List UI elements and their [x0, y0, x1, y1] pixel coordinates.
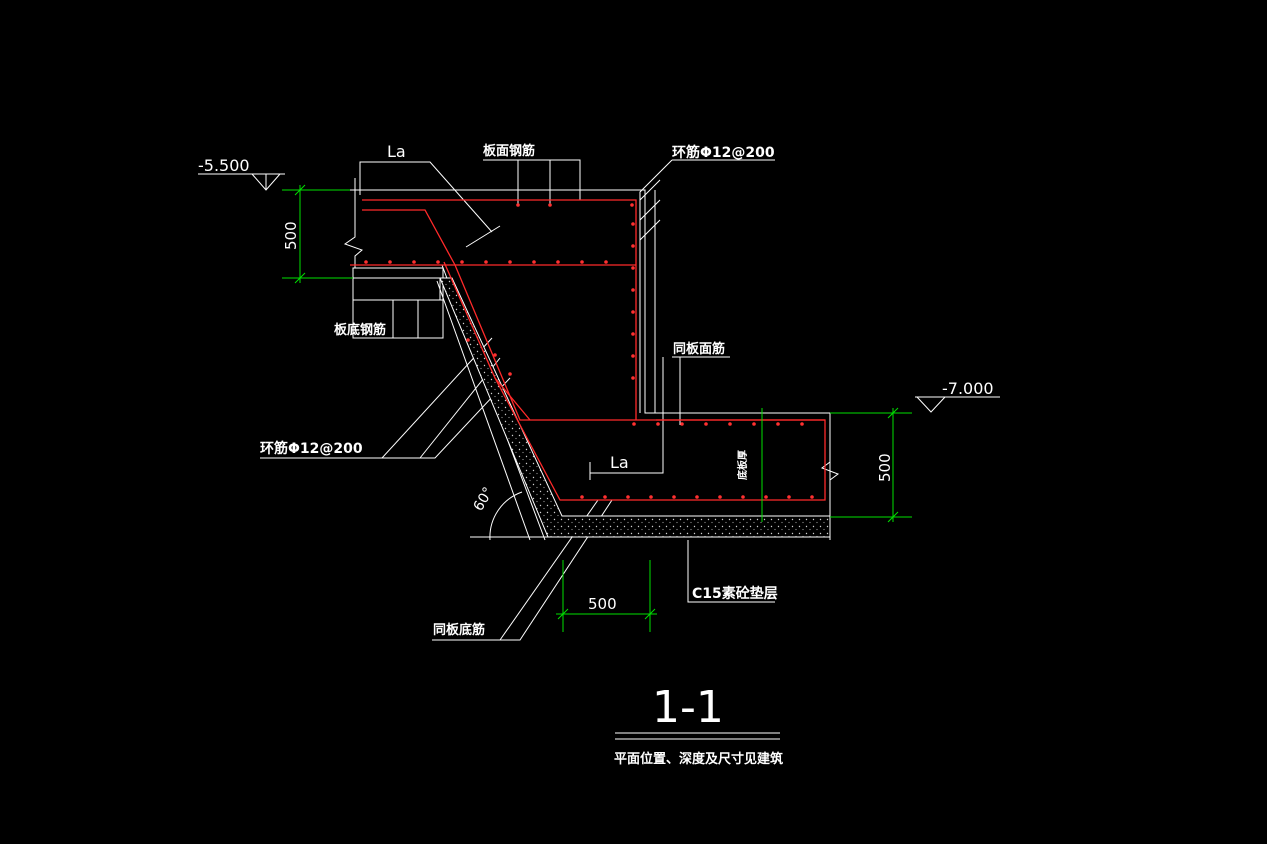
rebar-dot	[532, 260, 536, 264]
rebar-dot	[672, 495, 676, 499]
rebar-dot	[466, 338, 470, 342]
rebar-dot	[631, 288, 635, 292]
dim-right-label: 500	[876, 453, 894, 482]
slab-bottom-rebar-label: 板底钢筋	[334, 322, 386, 338]
dimension-lines	[282, 184, 912, 632]
rebar-dot	[631, 354, 635, 358]
rebar-dot	[631, 244, 635, 248]
ring-rebar-top-label: 环筋Φ12@200	[672, 144, 775, 161]
rebar-dot	[649, 495, 653, 499]
dim-top-left-label: 500	[282, 221, 300, 250]
rebar-dot	[508, 260, 512, 264]
rebar-dot	[388, 260, 392, 264]
rebar-dot	[704, 422, 708, 426]
rebar-dot	[631, 332, 635, 336]
rebar-dots	[364, 203, 814, 499]
rebar-dot	[631, 310, 635, 314]
ring-rebar-left-label: 环筋Φ12@200	[260, 440, 363, 457]
rebar-dot	[680, 422, 684, 426]
rebar-dot	[752, 422, 756, 426]
rebar-lines	[350, 199, 826, 501]
rebar-dot	[556, 260, 560, 264]
rebar-dot	[728, 422, 732, 426]
rebar-dot	[548, 203, 552, 207]
rebar-dot	[516, 203, 520, 207]
dim-bottom-label: 500	[588, 595, 617, 613]
rebar-dot	[580, 260, 584, 264]
rebar-dot	[508, 372, 512, 376]
note-label: 平面位置、深度及尺寸见建筑	[614, 751, 783, 767]
top-elevation-label: -5.500	[198, 156, 250, 175]
rebar-dot	[630, 203, 634, 207]
rebar-dot	[631, 266, 635, 270]
rebar-dot	[656, 422, 660, 426]
rebar-dot	[631, 376, 635, 380]
rebar-dot	[718, 495, 722, 499]
la-top-label: La	[387, 142, 406, 161]
elevation-marker-top	[198, 173, 285, 191]
rebar-dot	[787, 495, 791, 499]
same-as-slab-bottom-label: 同板底筋	[433, 622, 485, 638]
rebar-dot	[631, 222, 635, 226]
rebar-dot	[776, 422, 780, 426]
same-as-slab-top-label: 同板面筋	[673, 341, 725, 357]
la-bottom-label: La	[610, 453, 629, 472]
rebar-dot	[484, 260, 488, 264]
rebar-dot	[632, 422, 636, 426]
section-title: 1-1	[652, 682, 724, 733]
rebar-dot	[412, 260, 416, 264]
rebar-dot	[436, 260, 440, 264]
slab-thickness-label: 底板厚	[736, 450, 749, 480]
cushion-label: C15素砼垫层	[692, 585, 778, 602]
elevation-marker-right	[915, 396, 1000, 413]
angle-label: 60°	[471, 484, 497, 514]
rebar-dot	[741, 495, 745, 499]
rebar-dot	[810, 495, 814, 499]
rebar-dot	[764, 495, 768, 499]
right-elevation-label: -7.000	[942, 379, 994, 398]
rebar-dot	[460, 260, 464, 264]
rebar-dot	[604, 260, 608, 264]
rebar-dot	[580, 495, 584, 499]
rebar-dot	[626, 495, 630, 499]
rebar-dot	[800, 422, 804, 426]
cushion-layer	[352, 277, 831, 538]
rebar-dot	[603, 495, 607, 499]
rebar-dot	[364, 260, 368, 264]
slab-top-rebar-label: 板面钢筋	[483, 143, 535, 159]
rebar-dot	[493, 353, 497, 357]
rebar-dot	[695, 495, 699, 499]
